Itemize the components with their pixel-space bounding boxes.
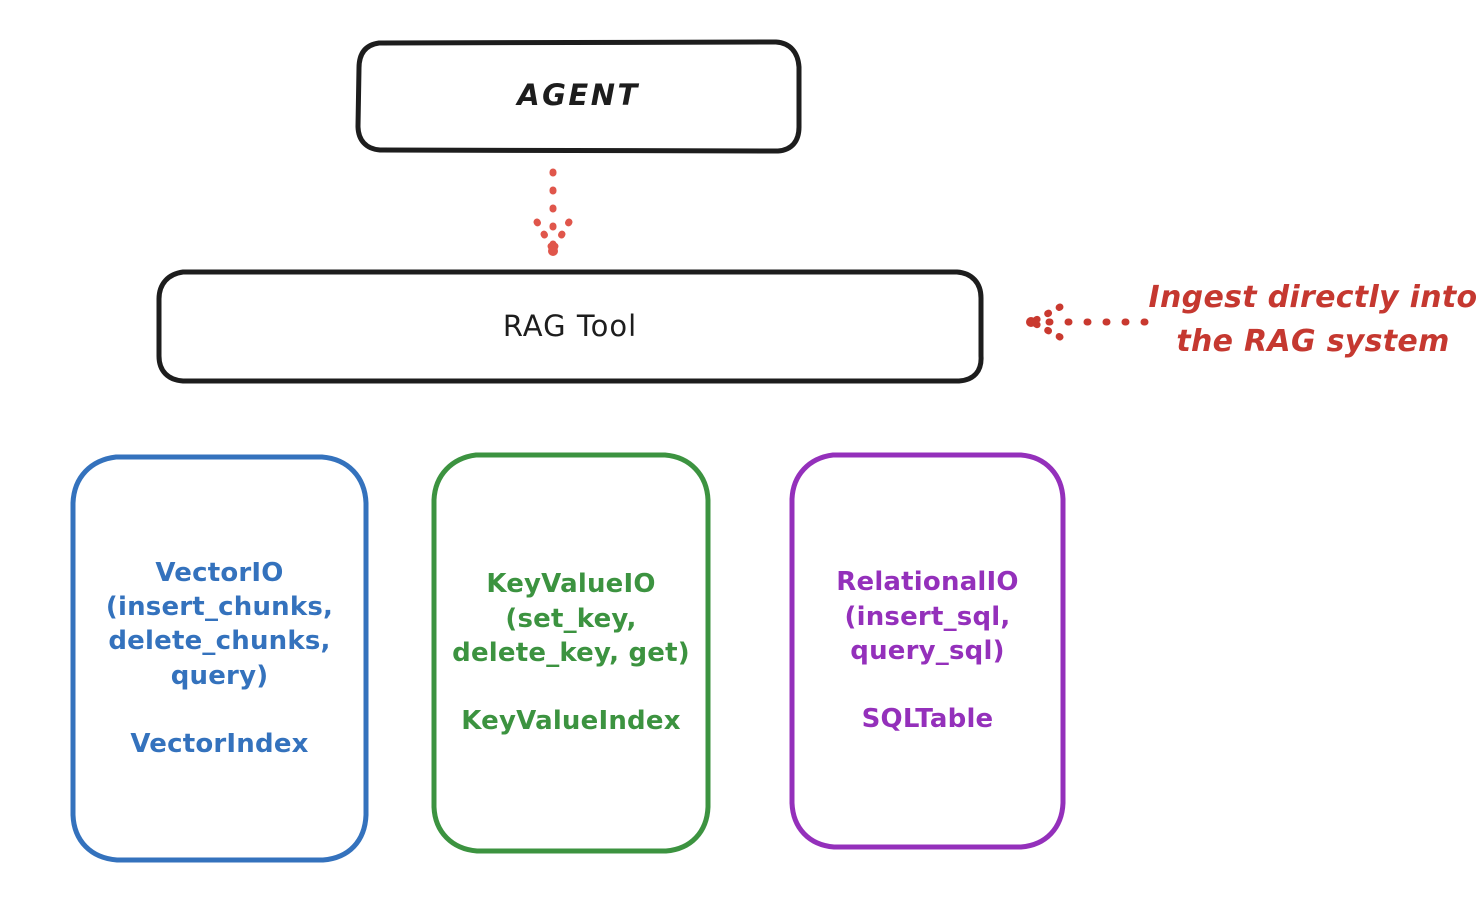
node-relational-io-label: RelationalIO (insert_sql, query_sql) SQL… <box>836 567 1019 735</box>
node-vector-io-label: VectorIO (insert_chunks, delete_chunks, … <box>105 557 334 760</box>
node-key-value-io[interactable]: KeyValueIO (set_key, delete_key, get) Ke… <box>430 451 712 855</box>
node-rag-tool[interactable]: RAG Tool <box>155 268 985 385</box>
annotation-ingest: Ingest directly into the RAG system <box>1148 276 1478 363</box>
node-agent[interactable]: AGENT <box>355 38 802 154</box>
connector-agent-to-rag-tool <box>533 168 573 256</box>
node-vector-io[interactable]: VectorIO (insert_chunks, delete_chunks, … <box>69 453 370 864</box>
annotation-ingest-line-1: Ingest directly into <box>1148 280 1478 315</box>
node-agent-label: AGENT <box>517 78 640 113</box>
node-key-value-io-label: KeyValueIO (set_key, delete_key, get) Ke… <box>452 569 690 737</box>
annotation-ingest-line-2: the RAG system <box>1176 323 1450 359</box>
node-rag-tool-label: RAG Tool <box>502 308 638 343</box>
node-relational-io[interactable]: RelationalIO (insert_sql, query_sql) SQL… <box>788 451 1067 851</box>
connector-annotation-to-rag-tool <box>1026 303 1149 341</box>
